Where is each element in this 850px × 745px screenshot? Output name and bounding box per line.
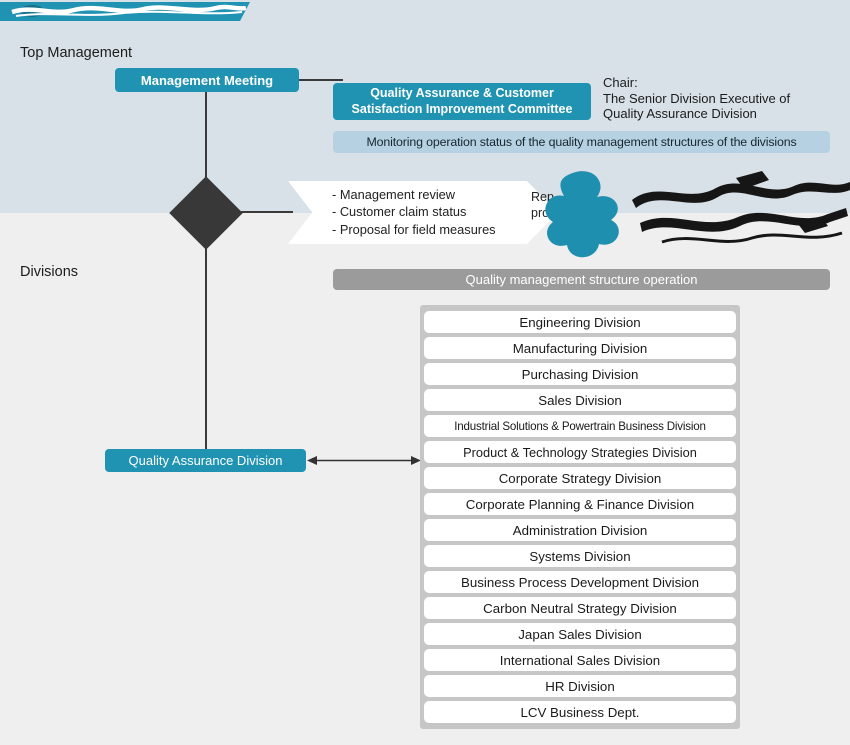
- title-banner: [0, 2, 250, 21]
- division-item: International Sales Division: [424, 649, 736, 671]
- management-meeting-node: Management Meeting: [115, 68, 299, 92]
- review-item-3: - Proposal for field measures: [332, 221, 496, 237]
- division-item: Sales Division: [424, 389, 736, 411]
- division-item: Industrial Solutions & Powertrain Busine…: [424, 415, 736, 437]
- review-note-chevron: - Management review - Customer claim sta…: [288, 181, 558, 244]
- chair-line-2: The Senior Division Executive of: [603, 90, 791, 106]
- glitch-text-fragment-1: Rep: [531, 190, 554, 204]
- review-item-1: - Management review: [332, 186, 456, 202]
- division-item: Carbon Neutral Strategy Division: [424, 597, 736, 619]
- committee-node: Quality Assurance & Customer Satisfactio…: [333, 83, 591, 120]
- review-item-2: - Customer claim status: [332, 204, 467, 220]
- glitch-text-fragment-2: pro: [531, 206, 550, 220]
- monitoring-bar-label: Monitoring operation status of the quali…: [366, 135, 797, 149]
- division-item: Manufacturing Division: [424, 337, 736, 359]
- division-item: Purchasing Division: [424, 363, 736, 385]
- division-item: HR Division: [424, 675, 736, 697]
- committee-line-2: Satisfaction Improvement Committee: [351, 101, 573, 116]
- top-management-label: Top Management: [20, 45, 133, 61]
- chair-line-1: Chair:: [603, 75, 638, 90]
- monitoring-bar: Monitoring operation status of the quali…: [333, 131, 830, 153]
- qa-division-label: Quality Assurance Division: [128, 453, 283, 468]
- qa-division-node: Quality Assurance Division: [105, 449, 306, 472]
- distorted-graphic: [545, 171, 850, 258]
- division-item: Corporate Strategy Division: [424, 467, 736, 489]
- bidirectional-arrow: [307, 456, 421, 465]
- management-meeting-label: Management Meeting: [140, 72, 274, 88]
- chair-note: Chair: The Senior Division Executive of …: [603, 75, 848, 122]
- connector-meeting-to-committee: [297, 79, 343, 81]
- divisions-panel: Engineering Division Manufacturing Divis…: [420, 305, 740, 729]
- divisions-label: Divisions: [20, 264, 79, 280]
- division-item: Corporate Planning & Finance Division: [424, 493, 736, 515]
- division-item: Japan Sales Division: [424, 623, 736, 645]
- connector-diamond-to-note: [237, 211, 293, 213]
- glitch-teal-blob: [545, 171, 619, 258]
- division-item: LCV Business Dept.: [424, 701, 736, 723]
- division-item: Systems Division: [424, 545, 736, 567]
- division-item: Business Process Development Division: [424, 571, 736, 593]
- connector-vertical-main: [205, 92, 207, 450]
- division-item: Engineering Division: [424, 311, 736, 333]
- operation-bar: Quality management structure operation: [333, 269, 830, 290]
- chair-line-3: Quality Assurance Division: [603, 106, 757, 121]
- division-item: Administration Division: [424, 519, 736, 541]
- committee-line-1: Quality Assurance & Customer: [370, 86, 554, 100]
- operation-bar-label: Quality management structure operation: [465, 272, 698, 287]
- division-item: Product & Technology Strategies Division: [424, 441, 736, 463]
- banner-glitch-text: [11, 4, 247, 17]
